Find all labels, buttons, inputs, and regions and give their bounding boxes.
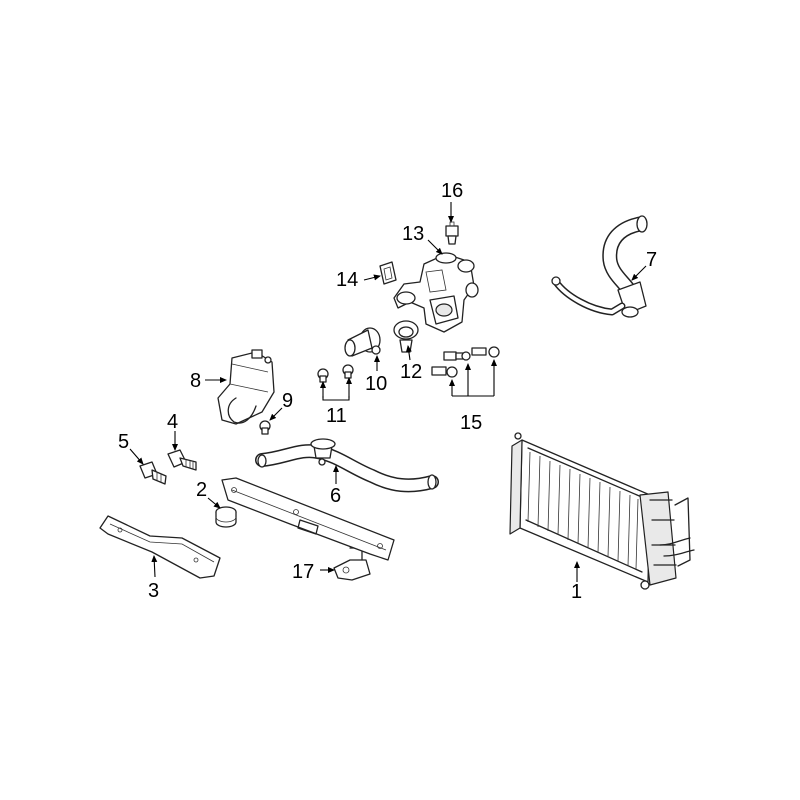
thermostat[interactable] (393, 320, 419, 353)
callout-15: 15 (460, 412, 482, 434)
radiator[interactable] (509, 432, 695, 590)
callout-16: 16 (441, 180, 463, 202)
callout-11: 11 (326, 405, 347, 427)
radiator-hose[interactable] (255, 438, 439, 493)
outlet-pipe[interactable] (344, 327, 381, 357)
callout-7: 7 (646, 249, 657, 271)
clips[interactable] (317, 364, 354, 383)
callout-17: 17 (292, 561, 314, 583)
callout-1: 1 (571, 581, 582, 603)
callout-12: 12 (400, 361, 422, 383)
callout-10: 10 (365, 373, 387, 395)
gasket[interactable] (379, 261, 397, 285)
callout-2: 2 (196, 479, 207, 501)
callout-labels: 1 2 3 4 5 6 7 8 9 10 11 12 13 14 15 16 1… (118, 180, 657, 603)
callout-3: 3 (148, 580, 159, 602)
rubber-mount[interactable] (215, 506, 237, 528)
thermostat-housing[interactable] (393, 252, 479, 333)
temperature-sensor[interactable] (445, 221, 459, 245)
callout-5: 5 (118, 431, 129, 453)
lower-shield[interactable] (99, 515, 221, 579)
coolant-reservoir[interactable] (217, 349, 275, 425)
cross-member[interactable] (221, 477, 395, 561)
upper-hose[interactable] (551, 215, 648, 318)
callout-14: 14 (336, 269, 358, 291)
callout-13: 13 (402, 223, 424, 245)
callout-8: 8 (190, 370, 201, 392)
bolt-9[interactable] (259, 420, 271, 435)
callout-6: 6 (330, 485, 341, 507)
bracket-17[interactable] (333, 547, 371, 581)
bolts-15[interactable] (431, 346, 500, 378)
callout-4: 4 (167, 411, 178, 433)
leader-lines (129, 202, 647, 582)
bolt-4[interactable] (167, 449, 197, 471)
bolt-5[interactable] (139, 461, 167, 485)
callout-9: 9 (282, 390, 293, 412)
